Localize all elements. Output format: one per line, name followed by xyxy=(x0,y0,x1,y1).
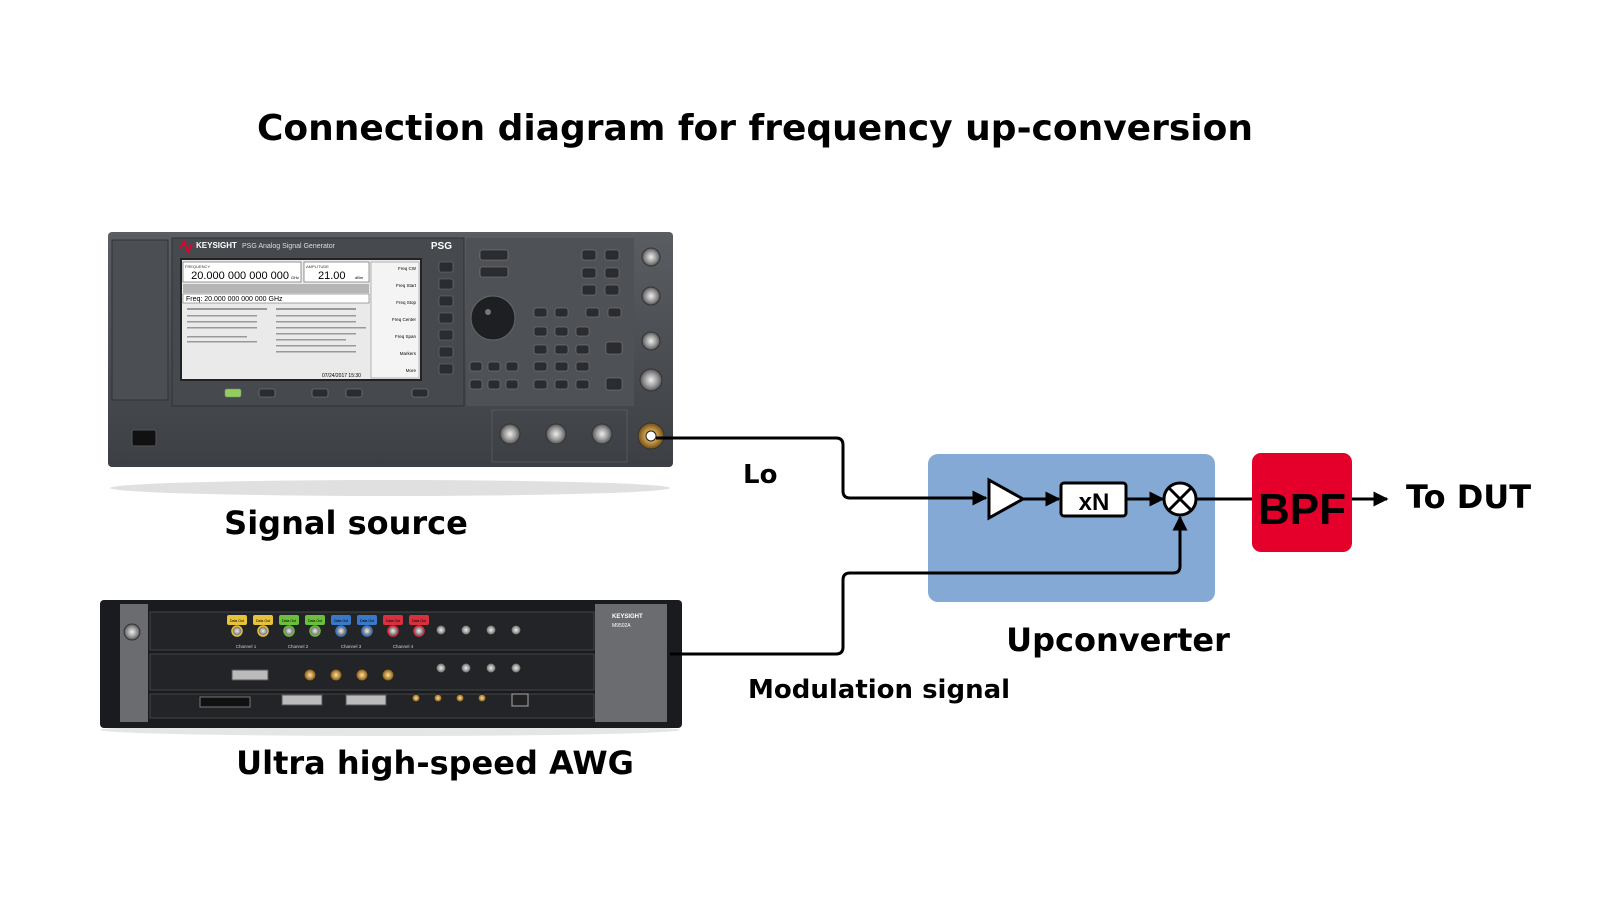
sg-frequency-unit: GHz xyxy=(291,275,299,280)
awg-port-label: Data Out xyxy=(386,619,400,623)
bpf-block xyxy=(1252,453,1352,552)
awg-data-out-port: Data Out xyxy=(409,615,429,637)
awg-data-out-port: Data Out xyxy=(279,615,299,637)
awg-data-out-port: Data Out xyxy=(331,615,351,637)
modulation-signal-label: Modulation signal xyxy=(748,675,1010,705)
signal-generator-device: KEYSIGHT PSG Analog Signal Generator PSG… xyxy=(108,232,673,496)
sg-softkey-label: More xyxy=(406,368,417,373)
awg-port-label: Data Out xyxy=(230,619,244,623)
keysight-logo-icon xyxy=(179,239,193,255)
multiplier-label: xN xyxy=(1079,489,1110,516)
to-dut-label: To DUT xyxy=(1406,478,1531,516)
sg-softkey-label: Markers xyxy=(400,351,417,356)
sg-model-title: PSG Analog Signal Generator xyxy=(242,243,336,250)
awg-channel-label: Channel 1 xyxy=(236,644,257,649)
awg-channel-label: Channel 2 xyxy=(288,644,309,649)
awg-port-label: Data Out xyxy=(308,619,322,623)
modulation-connection-line xyxy=(670,515,1188,656)
sg-brand: KEYSIGHT xyxy=(196,241,237,250)
sg-timestamp: 07/24/2017 15:30 xyxy=(322,373,361,379)
awg-port-label: Data Out xyxy=(334,619,348,623)
awg-brand: KEYSIGHT xyxy=(612,614,643,620)
awg-port-label: Data Out xyxy=(412,619,426,623)
sg-freq-line: Freq: 20.000 000 000 000 GHz xyxy=(186,296,283,303)
sg-frequency-value: 20.000 000 000 000 xyxy=(191,270,289,282)
awg-data-out-port: Data Out xyxy=(305,615,325,637)
sg-softkey-label: Freq Span xyxy=(395,334,417,339)
upconverter-block xyxy=(928,454,1215,602)
upconverter-label: Upconverter xyxy=(1006,621,1230,659)
lo-label: Lo xyxy=(743,460,777,490)
sg-softkey-label: Freq CW xyxy=(398,266,417,271)
amplifier-icon xyxy=(987,477,1027,521)
signal-source-label: Signal source xyxy=(224,504,468,542)
lo-connection-line xyxy=(656,436,988,506)
awg-channel-label: Channel 3 xyxy=(341,644,362,649)
awg-channel-label: Channel 4 xyxy=(393,644,414,649)
sg-amplitude-value: 21.00 xyxy=(318,270,346,282)
sg-amplitude-unit: dBm xyxy=(355,275,364,280)
awg-data-out-port: Data Out xyxy=(227,615,247,637)
sg-softkey-label: Freq Start xyxy=(396,283,417,288)
awg-data-out-port: Data Out xyxy=(357,615,377,637)
awg-label: Ultra high-speed AWG xyxy=(236,744,634,782)
awg-device: KEYSIGHT M9502A Data Out Data Out Data Out… xyxy=(100,600,682,736)
mixer-icon xyxy=(1162,481,1198,517)
sg-frequency-label: FREQUENCY xyxy=(185,264,210,269)
diagram-title: Connection diagram for frequency up-conv… xyxy=(257,108,1253,149)
awg-port-label: Data Out xyxy=(282,619,296,623)
awg-chassis-model: M9502A xyxy=(612,623,631,629)
sg-badge: PSG xyxy=(431,241,452,252)
sg-softkey-label: Freq Stop xyxy=(396,300,416,305)
sg-amplitude-label: AMPLITUDE xyxy=(306,264,329,269)
awg-port-label: Data Out xyxy=(256,619,270,623)
power-switch xyxy=(131,429,157,447)
awg-port-label: Data Out xyxy=(360,619,374,623)
sg-softkey-label: Freq Center xyxy=(392,317,417,322)
awg-data-out-port: Data Out xyxy=(253,615,273,637)
bpf-label: BPF xyxy=(1258,485,1346,534)
awg-data-out-port: Data Out xyxy=(383,615,403,637)
